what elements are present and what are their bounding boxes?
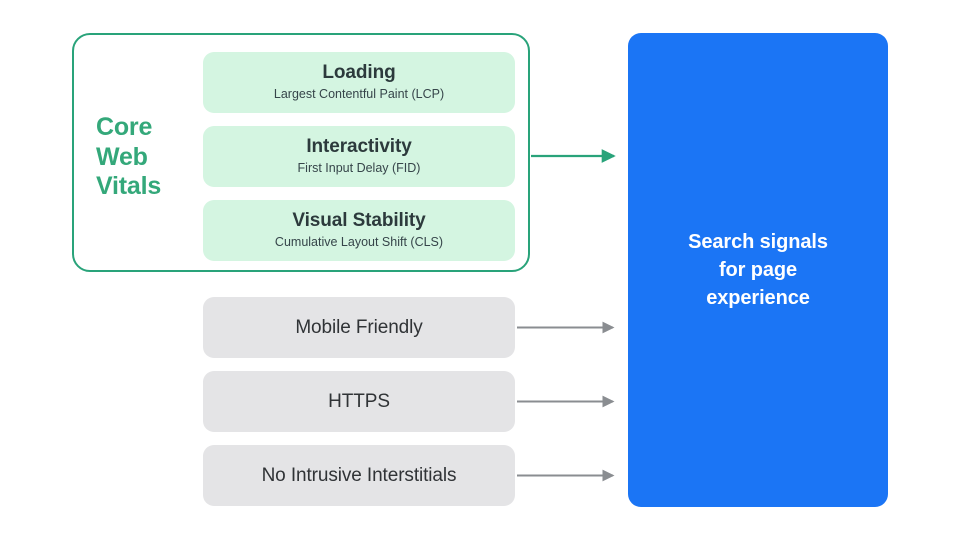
signal-label-https: HTTPS <box>328 390 390 412</box>
vital-title-interactivity: Interactivity <box>306 136 412 158</box>
signal-no-intrusive-interstitials[interactable]: No Intrusive Interstitials <box>203 445 515 506</box>
destination-box[interactable]: Search signals for page experience <box>628 33 888 507</box>
vital-subtitle-interactivity: First Input Delay (FID) <box>297 161 421 176</box>
vital-card-interactivity[interactable]: Interactivity First Input Delay (FID) <box>203 126 515 187</box>
core-web-vitals-label: Core Web Vitals <box>96 113 162 200</box>
vital-subtitle-visual-stability: Cumulative Layout Shift (CLS) <box>274 235 444 250</box>
signal-https[interactable]: HTTPS <box>203 371 515 432</box>
vital-subtitle-loading: Largest Contentful Paint (LCP) <box>273 87 445 102</box>
destination-box-text: Search signals for page experience <box>688 231 828 309</box>
vital-card-loading[interactable]: Loading Largest Contentful Paint (LCP) <box>203 52 515 113</box>
signal-label-mobile-friendly: Mobile Friendly <box>295 316 423 338</box>
vital-title-loading: Loading <box>322 62 396 84</box>
signal-label-no-intrusive-interstitials: No Intrusive Interstitials <box>261 464 457 486</box>
vital-title-visual-stability: Visual Stability <box>292 210 426 232</box>
signal-mobile-friendly[interactable]: Mobile Friendly <box>203 297 515 358</box>
vital-card-visual-stability[interactable]: Visual Stability Cumulative Layout Shift… <box>203 200 515 261</box>
